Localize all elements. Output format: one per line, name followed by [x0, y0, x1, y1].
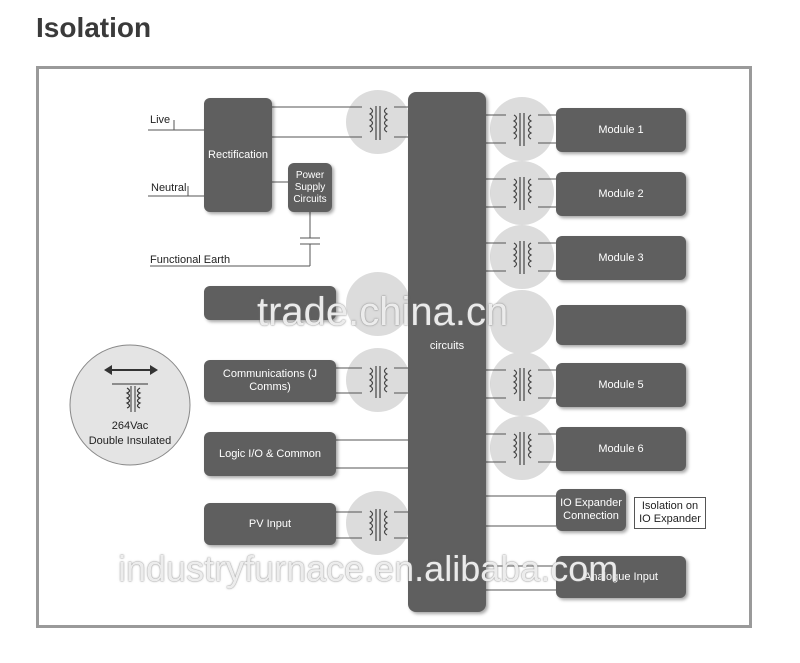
- analogue-input-block: Analogue Input: [556, 556, 686, 598]
- communications-block: Communications (J Comms): [204, 360, 336, 402]
- module-4: [556, 305, 686, 345]
- watermark-bottom: industryfurnace.en.alibaba.com: [118, 548, 619, 589]
- functional-earth-label: Functional Earth: [150, 254, 231, 266]
- wires: [148, 106, 556, 591]
- transformer-halos: [346, 90, 554, 555]
- transformer-icons: [368, 106, 533, 541]
- module-3: Module 3: [556, 236, 686, 280]
- isolation-legend-symbol: [69, 344, 191, 466]
- isolation-note: Isolation on IO Expander: [634, 497, 706, 529]
- legend-rating: 264Vac: [111, 420, 149, 432]
- module-6: Module 6: [556, 427, 686, 471]
- rectification-block: Rectification: [204, 98, 272, 212]
- diagram-frame: [36, 66, 752, 628]
- page-title: Isolation: [36, 12, 152, 43]
- legend-insulation: Double Insulated: [88, 435, 172, 447]
- module-1: Module 1: [556, 108, 686, 152]
- pv-input-block: PV Input: [204, 503, 336, 545]
- power-supply-block: Power Supply Circuits: [288, 163, 332, 212]
- obscured-block: [204, 286, 336, 320]
- logic-io-block: Logic I/O & Common: [204, 432, 336, 476]
- module-2: Module 2: [556, 172, 686, 216]
- io-expander-block: IO Expander Connection: [556, 489, 626, 531]
- module-5: Module 5: [556, 363, 686, 407]
- live-label: Live: [150, 114, 171, 126]
- watermark-top: trade.china.cn: [257, 290, 509, 334]
- neutral-label: Neutral: [151, 182, 187, 194]
- central-circuits-block: circuits: [408, 92, 486, 612]
